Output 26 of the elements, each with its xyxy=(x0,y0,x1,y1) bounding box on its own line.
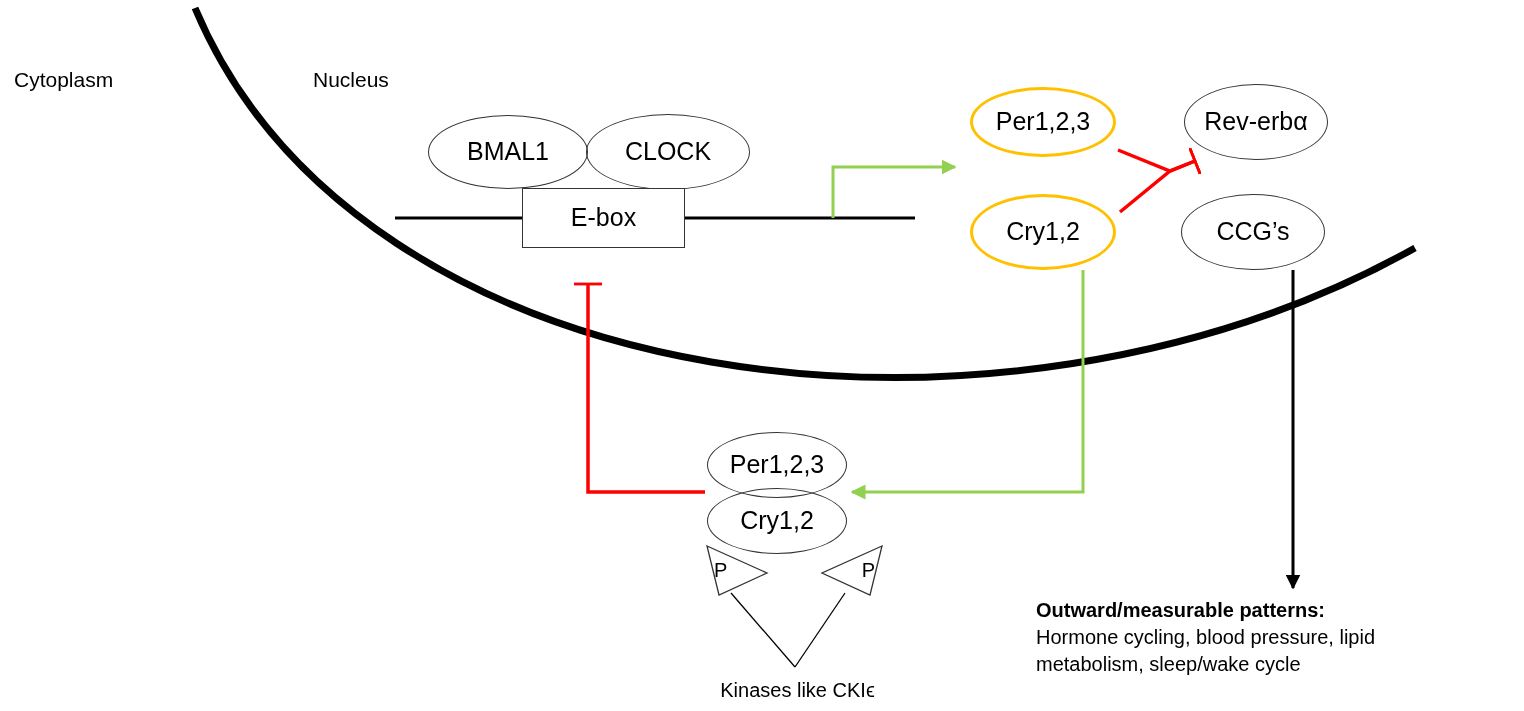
gene-ellipse xyxy=(970,87,1116,157)
node-label: CCG’s xyxy=(1216,216,1290,248)
phosphate-label: P xyxy=(861,559,875,581)
outcome-heading: Outward/measurable patterns: xyxy=(1036,598,1325,623)
region-label: Nucleus xyxy=(313,67,389,93)
gene-ellipse xyxy=(970,194,1116,270)
node-label: BMAL1 xyxy=(467,136,549,168)
region-label: Cytoplasm xyxy=(14,67,114,93)
arrow xyxy=(831,159,957,218)
connector-line xyxy=(794,592,846,668)
phosphate-label: P xyxy=(714,559,728,581)
arrow xyxy=(850,270,1085,500)
connector-line xyxy=(730,592,796,668)
node-label: E-box xyxy=(570,202,637,234)
node-label: Cry1,2 xyxy=(1006,216,1080,248)
promoter-box xyxy=(522,188,685,248)
inhibition-connector xyxy=(574,282,705,494)
node-label: Rev-erbα xyxy=(1204,106,1308,138)
outcome-text: Hormone cycling, blood pressure, lipid metabolism, sleep/wake cycle xyxy=(1036,625,1376,677)
node-label: CLOCK xyxy=(624,136,712,168)
node-label: Per1,2,3 xyxy=(995,106,1091,138)
kinase-label: Kinases like CKIϵ xyxy=(720,678,875,703)
arrow xyxy=(1285,270,1301,590)
inhibition-connector xyxy=(1118,147,1202,214)
node-label: Per1,2,3 xyxy=(729,449,825,481)
node-label: Cry1,2 xyxy=(740,505,814,537)
